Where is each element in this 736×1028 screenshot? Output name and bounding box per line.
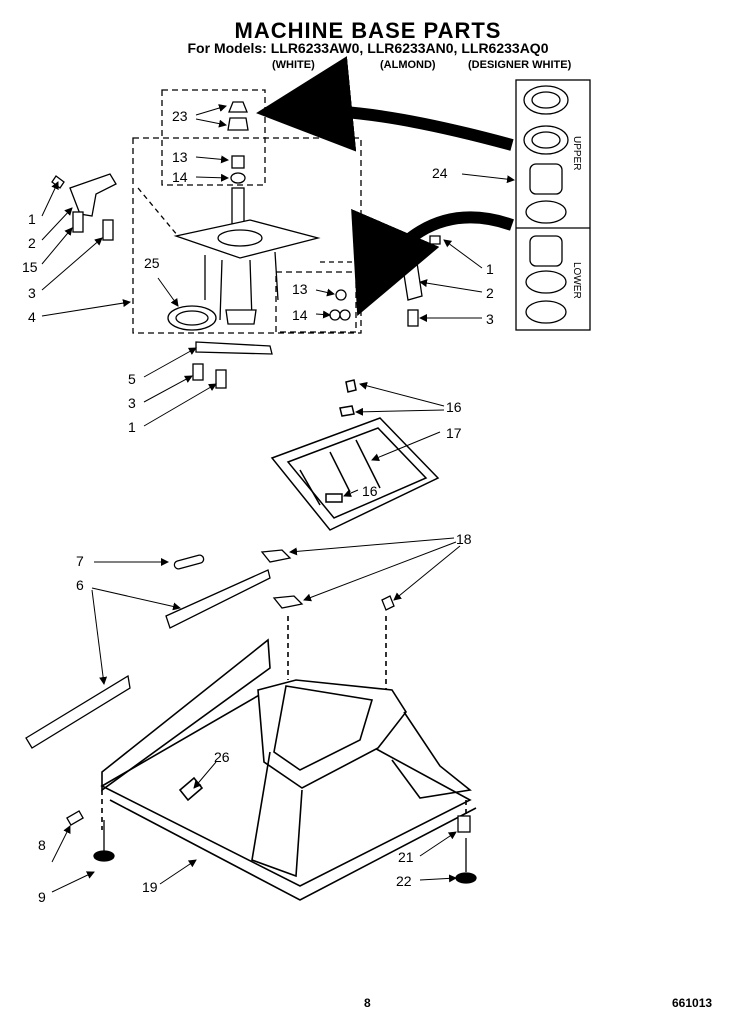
callout-9: 9 [38,889,46,905]
upper-bearing-arrow [256,56,514,152]
callout-1c: 1 [128,419,136,435]
callout-3a: 3 [28,285,36,301]
callout-3b: 3 [486,311,494,327]
callout-19: 19 [142,879,158,895]
callout-21: 21 [398,849,414,865]
callout-13b: 13 [292,281,308,297]
callout-6: 6 [76,577,84,593]
page-number: 8 [364,996,371,1010]
machine-base-frame [100,616,477,901]
callout-8: 8 [38,837,46,853]
transmission-assembly [132,89,400,334]
small-parts [25,549,395,749]
callout-15: 15 [22,259,38,275]
callout-3c: 3 [128,395,136,411]
doc-code: 661013 [672,996,713,1010]
callout-18: 18 [456,531,472,547]
right-bracket-parts [401,235,441,327]
callout-2a: 2 [28,235,36,251]
callout-22: 22 [396,873,412,889]
callout-26: 26 [214,749,230,765]
callout-5: 5 [128,371,136,387]
callout-14b: 14 [292,307,308,323]
page-title: MACHINE BASE PARTS [234,18,502,43]
callout-16a: 16 [446,399,462,415]
callout-4: 4 [28,309,36,325]
upper-label: UPPER [571,136,582,170]
left-bracket-parts [51,173,117,241]
callout-14a: 14 [172,169,188,185]
callout-17: 17 [446,425,462,441]
callout-13a: 13 [172,149,188,165]
callout-1a: 1 [28,211,36,227]
callout-23: 23 [172,108,188,124]
lower-label: LOWER [571,262,582,299]
callout-2b: 2 [486,285,494,301]
leveling-legs [66,810,477,884]
tub-support-frame [270,379,440,531]
callout-16b: 16 [362,483,378,499]
callout-7: 7 [76,553,84,569]
variant-designer-white: (DESIGNER WHITE) [468,59,572,71]
lower-bracket-parts [192,341,273,389]
callout-25: 25 [144,255,160,271]
variant-almond: (ALMOND) [380,59,436,71]
models-line: For Models: LLR6233AW0, LLR6233AN0, LLR6… [187,40,549,56]
callout-labels: 23 13 14 24 1 2 15 3 4 25 13 14 1 2 3 5 … [22,108,494,905]
callout-leaders [41,104,515,893]
callout-24: 24 [432,165,448,181]
callout-1b: 1 [486,261,494,277]
bearing-inset [515,79,591,331]
lower-bearing-arrow [351,208,514,317]
